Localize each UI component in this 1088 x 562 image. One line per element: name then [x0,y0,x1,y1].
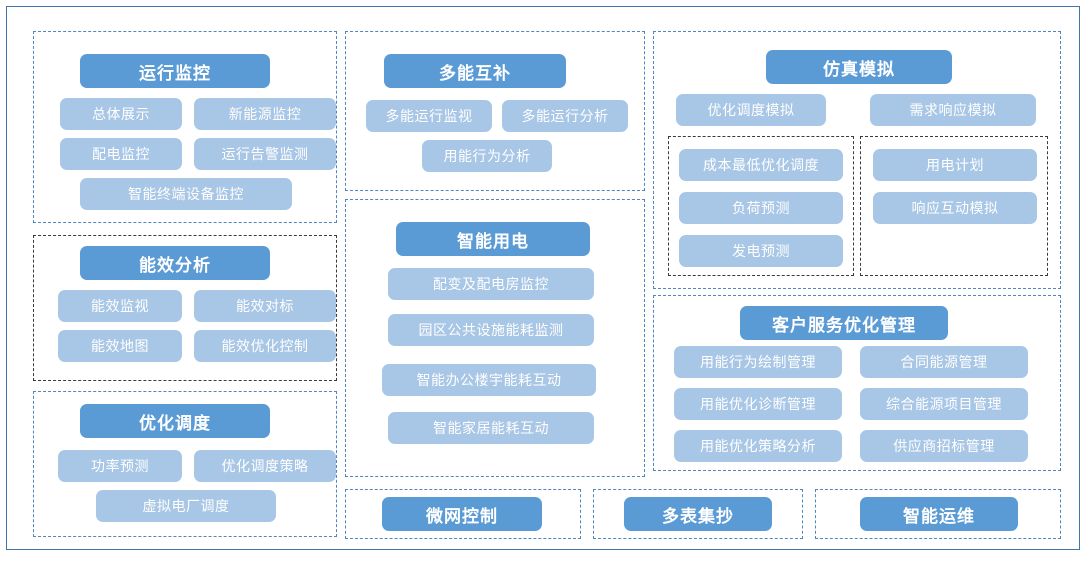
item-new-energy-monitoring[interactable]: 新能源监控 [194,98,336,130]
group-title-customer-service[interactable]: 客户服务优化管理 [740,306,948,340]
group-title-operation-monitoring[interactable]: 运行监控 [80,54,270,88]
group-title-multi-meter-reading[interactable]: 多表集抄 [624,497,772,531]
subgroup-simulation-left: 成本最低优化调度 负荷预测 发电预测 [668,136,854,276]
item-integrated-energy-project-management[interactable]: 综合能源项目管理 [860,388,1028,420]
item-smart-terminal-device-monitoring[interactable]: 智能终端设备监控 [80,178,292,210]
item-virtual-power-plant-dispatch[interactable]: 虚拟电厂调度 [96,490,276,522]
item-optimized-dispatch-strategy[interactable]: 优化调度策略 [194,450,336,482]
group-energy-efficiency: 能效分析 能效监视 能效对标 能效地图 能效优化控制 [33,235,337,381]
group-title-simulation[interactable]: 仿真模拟 [766,50,952,84]
group-title-energy-efficiency[interactable]: 能效分析 [80,246,270,280]
group-title-smart-power[interactable]: 智能用电 [396,222,590,256]
item-multi-energy-operation-monitoring[interactable]: 多能运行监视 [366,100,492,132]
group-optimized-dispatch: 优化调度 功率预测 优化调度策略 虚拟电厂调度 [33,391,337,537]
item-energy-optimization-strategy-analysis[interactable]: 用能优化策略分析 [674,430,842,462]
group-title-optimized-dispatch[interactable]: 优化调度 [80,404,270,438]
group-title-microgrid-control[interactable]: 微网控制 [382,497,542,531]
item-energy-optimization-diagnosis-management[interactable]: 用能优化诊断管理 [674,388,842,420]
item-generation-forecast[interactable]: 发电预测 [679,235,843,267]
item-efficiency-monitoring[interactable]: 能效监视 [58,290,182,322]
item-optimized-dispatch-simulation[interactable]: 优化调度模拟 [676,94,826,126]
item-energy-behavior-profiling-management[interactable]: 用能行为绘制管理 [674,346,842,378]
item-operation-alarm-monitoring[interactable]: 运行告警监测 [194,138,336,170]
group-simulation: 仿真模拟 优化调度模拟 需求响应模拟 成本最低优化调度 负荷预测 发电预测 用电… [653,31,1061,289]
item-response-interaction-simulation[interactable]: 响应互动模拟 [873,192,1037,224]
item-overall-display[interactable]: 总体展示 [60,98,182,130]
group-microgrid-control: 微网控制 [345,489,581,539]
item-supplier-bidding-management[interactable]: 供应商招标管理 [860,430,1028,462]
group-operation-monitoring: 运行监控 总体展示 新能源监控 配电监控 运行告警监测 智能终端设备监控 [33,31,337,223]
item-efficiency-optimization-control[interactable]: 能效优化控制 [194,330,336,362]
group-smart-power: 智能用电 配变及配电房监控 园区公共设施能耗监测 智能办公楼宇能耗互动 智能家居… [345,199,645,477]
subgroup-simulation-right: 用电计划 响应互动模拟 [860,136,1048,276]
item-distribution-monitoring[interactable]: 配电监控 [60,138,182,170]
group-title-multi-energy[interactable]: 多能互补 [384,54,566,88]
group-customer-service: 客户服务优化管理 用能行为绘制管理 合同能源管理 用能优化诊断管理 综合能源项目… [653,295,1061,471]
item-contract-energy-management[interactable]: 合同能源管理 [860,346,1028,378]
architecture-canvas: 运行监控 总体展示 新能源监控 配电监控 运行告警监测 智能终端设备监控 能效分… [6,6,1080,550]
item-lowest-cost-optimized-dispatch[interactable]: 成本最低优化调度 [679,149,843,181]
item-power-forecast[interactable]: 功率预测 [58,450,182,482]
group-smart-om: 智能运维 [815,489,1061,539]
item-multi-energy-operation-analysis[interactable]: 多能运行分析 [502,100,628,132]
item-load-forecast[interactable]: 负荷预测 [679,192,843,224]
item-efficiency-map[interactable]: 能效地图 [58,330,182,362]
group-multi-meter-reading: 多表集抄 [593,489,803,539]
item-power-usage-plan[interactable]: 用电计划 [873,149,1037,181]
group-multi-energy: 多能互补 多能运行监视 多能运行分析 用能行为分析 [345,31,645,191]
item-demand-response-simulation[interactable]: 需求响应模拟 [870,94,1036,126]
item-park-public-facility-energy-monitoring[interactable]: 园区公共设施能耗监测 [388,314,594,346]
item-smart-home-energy-interaction[interactable]: 智能家居能耗互动 [388,412,594,444]
item-transformer-substation-monitoring[interactable]: 配变及配电房监控 [388,268,594,300]
item-efficiency-benchmarking[interactable]: 能效对标 [194,290,336,322]
item-energy-use-behavior-analysis[interactable]: 用能行为分析 [422,140,552,172]
group-title-smart-om[interactable]: 智能运维 [860,497,1018,531]
item-smart-office-building-energy-interaction[interactable]: 智能办公楼宇能耗互动 [382,364,596,396]
